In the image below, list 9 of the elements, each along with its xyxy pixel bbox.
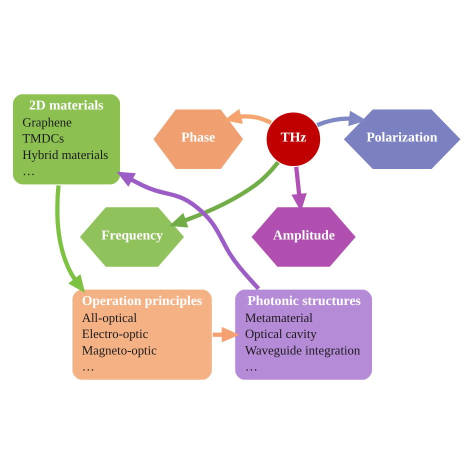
arrow [55, 185, 86, 293]
node-box: Photonic structures Metamaterial Optical cavity Waveguide integration … [234, 288, 374, 382]
node-circle: THz [264, 110, 322, 168]
arrow [316, 110, 367, 128]
arrow [169, 160, 280, 228]
node-box: Operation principles All-optical Electro-optic Magneto-optic … [70, 288, 214, 382]
arrow [116, 172, 260, 290]
node-box: 2D materials Graphene TMDCs Hybrid materials … [11, 92, 122, 186]
arrow [212, 327, 240, 342]
